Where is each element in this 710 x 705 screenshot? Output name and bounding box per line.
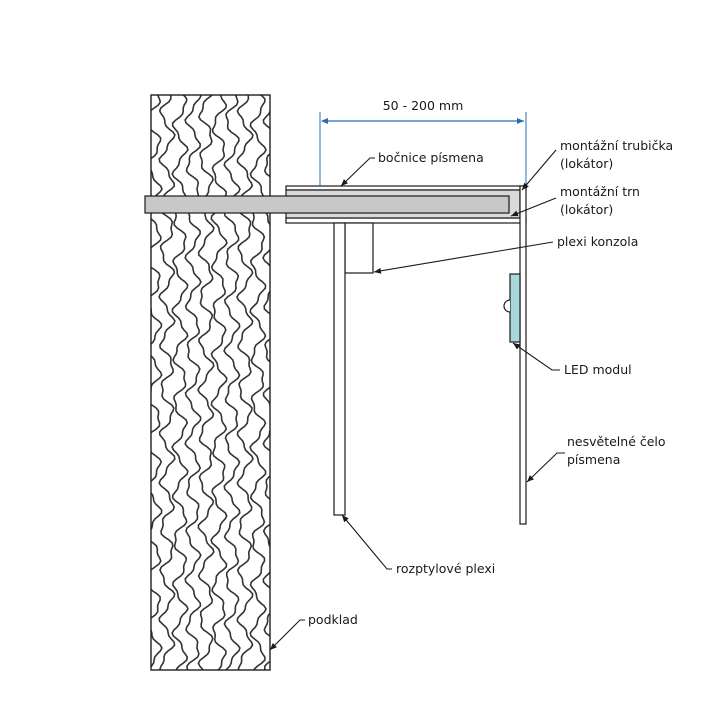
leader-konzola (373, 241, 554, 274)
leader-lines (269, 149, 565, 651)
wall-texture-stroke (236, 95, 254, 670)
wall-texture-stroke (223, 95, 241, 670)
wall-texture-stroke (151, 95, 163, 668)
leader-plexi (341, 514, 392, 570)
label-trn-line2: (lokátor) (560, 202, 613, 217)
dimension-marker: 50 - 200 mm (319, 98, 527, 186)
leader-celo (526, 452, 565, 483)
label-trubicka-line2: (lokátor) (560, 156, 613, 171)
leader-trn (510, 197, 557, 217)
wall-texture-stroke (158, 95, 176, 670)
label-celo-line1: nesvětelné čelo (567, 434, 666, 449)
label-plexi: rozptylové plexi (396, 561, 495, 576)
plexi-bracket (344, 222, 374, 274)
leader-led (512, 342, 560, 371)
label-trn-line1: montážní trn (560, 184, 640, 199)
wall-texture-stroke (171, 95, 189, 670)
mounting-rod (144, 195, 510, 214)
wall-texture (133, 90, 270, 675)
label-trubicka-line1: montážní trubička (560, 138, 673, 153)
dimension-label: 50 - 200 mm (383, 98, 464, 113)
wall-substrate (133, 90, 271, 675)
wall-texture-stroke (133, 90, 149, 675)
wall-texture-stroke (262, 107, 270, 670)
wall-texture-stroke (249, 95, 267, 670)
label-celo-line2: písmena (567, 452, 620, 467)
wall-texture-stroke (210, 95, 228, 670)
leader-podklad (269, 619, 305, 651)
led-module (503, 273, 521, 343)
label-podklad: podklad (308, 612, 358, 627)
diffusing-plexi (333, 222, 346, 516)
wall-texture-stroke (197, 95, 215, 670)
label-led: LED modul (564, 362, 632, 377)
letter-face (519, 185, 527, 525)
label-konzola: plexi konzola (557, 234, 638, 249)
leader-trubicka (521, 149, 557, 191)
leader-bocnice (340, 157, 375, 187)
labels: bočnice písmena montážní trubička (lokát… (308, 138, 673, 627)
wall-texture-stroke (184, 95, 202, 670)
label-bocnice: bočnice písmena (378, 150, 484, 165)
